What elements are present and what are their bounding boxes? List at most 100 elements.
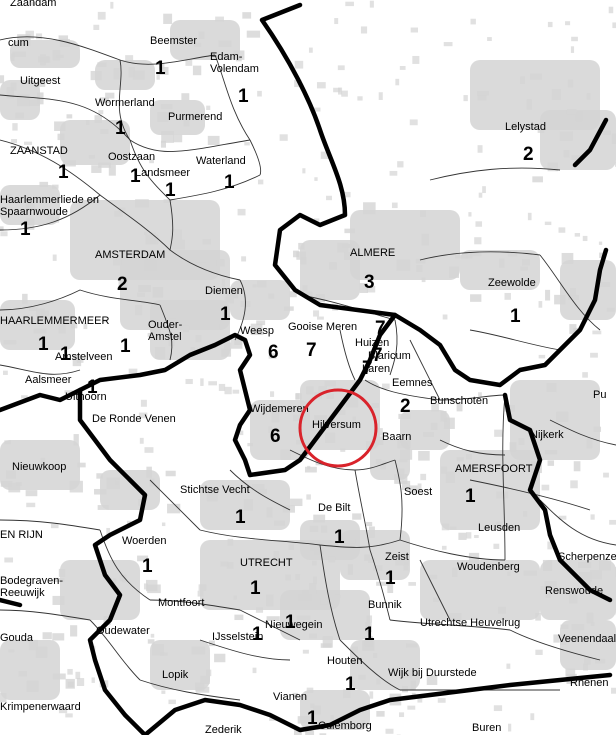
region-name: Baarn [382,431,411,443]
urban-speck [538,301,543,308]
urban-speck [310,703,315,708]
urban-speck [252,284,257,288]
urban-speck [341,90,348,97]
urban-speck [449,613,462,622]
region-name: Houten [327,655,362,667]
urban-speck [343,539,356,544]
urban-speck [293,414,306,422]
urban-speck [250,323,263,336]
urban-speck [313,705,321,715]
urban-speck [173,134,183,143]
urban-speck [578,562,592,569]
region-name: Renswoude [545,585,603,597]
urban-speck [297,716,311,724]
urban-speck [138,412,148,419]
municipal-border-37 [339,639,401,691]
region-name-line: Buren [472,722,501,734]
urban-speck [449,526,457,530]
urban-speck [458,532,467,540]
municipal-border-14 [339,329,356,381]
region-name-line: Edam- [210,51,243,63]
urban-speck [128,67,135,78]
urban-speck [244,142,250,146]
region-count: 1 [58,162,69,183]
urban-area-25 [280,590,370,640]
urban-speck [288,544,294,550]
urban-speck [239,430,244,436]
region-count: 1 [224,172,235,193]
urban-speck [137,292,146,297]
urban-speck [579,571,593,582]
urban-speck [570,46,575,53]
urban-speck [369,0,374,8]
urban-speck [368,526,375,538]
urban-speck [241,256,247,262]
urban-speck [119,574,126,582]
urban-speck [372,653,378,658]
urban-speck [115,480,120,486]
urban-speck [170,229,183,240]
urban-speck [417,695,423,703]
urban-speck [273,551,280,563]
urban-speck [433,597,440,602]
region-name-line: AMERSFOORT [455,463,533,475]
region-name-line: Blaricum [368,350,411,362]
municipal-border-34 [389,619,511,631]
urban-speck [283,306,294,311]
region-name: Bunnik [368,599,402,611]
urban-speck [417,483,422,491]
urban-speck [612,22,616,29]
region-name-line: Oostzaan [108,151,155,163]
urban-speck [372,565,383,571]
urban-speck [560,624,569,630]
region-name: Krimpenerwaard [0,701,81,713]
region-woudenberg: Woudenberg [457,561,520,573]
urban-speck [340,448,346,452]
urban-speck [36,33,43,40]
urban-speck [366,521,373,527]
urban-speck [139,437,144,444]
urban-speck [574,233,581,237]
urban-speck [220,561,229,567]
region-name: Vianen [273,691,307,703]
region-count: 6 [268,342,279,363]
urban-speck [113,578,117,584]
urban-speck [567,79,574,88]
region-count: 1 [155,58,166,79]
region-name: De Bilt [318,502,350,514]
urban-speck [208,640,215,647]
urban-speck [376,678,381,685]
region-name: ZAANSTAD [10,145,68,157]
urban-speck [305,424,314,431]
urban-speck [540,586,546,590]
urban-speck [94,488,107,495]
urban-speck [154,347,166,359]
urban-speck [598,241,603,245]
urban-speck [324,381,336,387]
urban-speck [571,36,578,42]
urban-speck [195,256,207,263]
urban-speck [149,158,154,164]
region-leusden: Leusden [478,522,520,534]
urban-speck [2,370,8,375]
urban-speck [308,583,317,595]
urban-speck [257,179,264,185]
region-nieuwkoop: Nieuwkoop [12,461,66,473]
urban-speck [36,308,45,317]
urban-speck [382,383,390,390]
urban-area-34 [300,690,370,730]
region-scherpenzeel: Scherpenzeel [558,551,616,563]
urban-speck [160,140,167,148]
urban-speck [147,584,161,594]
municipal-border-27 [469,479,591,511]
region-name-line: Bodegraven- [0,575,63,587]
urban-speck [396,259,411,271]
urban-speck [292,692,298,698]
